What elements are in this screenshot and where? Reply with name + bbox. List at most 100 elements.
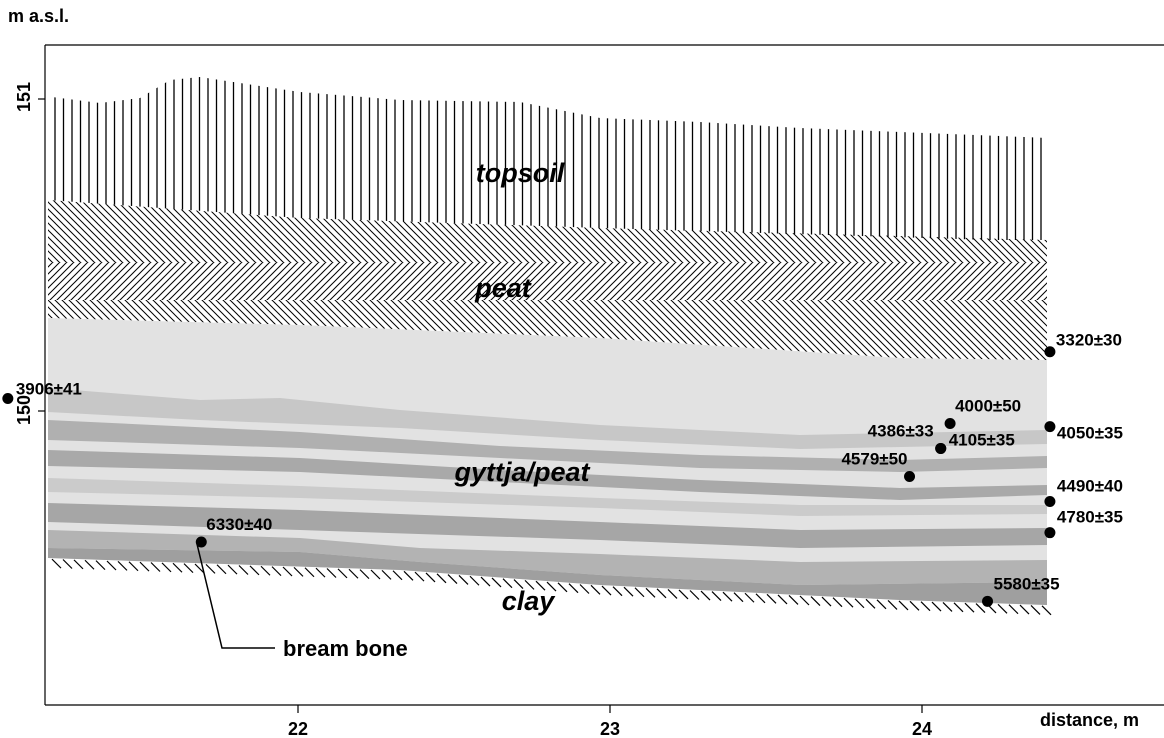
clay-hatch-tick: [513, 579, 524, 589]
clay-hatch-tick: [480, 576, 491, 587]
clay-hatch-tick: [315, 567, 326, 578]
date-sample-point: [982, 595, 994, 607]
clay-hatch-tick: [843, 597, 854, 608]
x-axis-label: distance, m: [1040, 710, 1139, 730]
gyttja-band-5: [48, 503, 1047, 548]
clay-hatch-tick: [722, 591, 733, 602]
date-sample-point: [1044, 495, 1056, 507]
unit-label-clay: clay: [502, 586, 557, 616]
clay-hatch-tick: [337, 568, 348, 579]
clay-hatch-tick: [282, 566, 293, 577]
clay-hatch-tick: [887, 599, 898, 610]
clay-hatch-tick: [260, 565, 271, 576]
peat-layer-b: [48, 262, 1047, 300]
clay-hatch-tick: [711, 591, 722, 602]
clay-hatch-tick: [656, 588, 667, 599]
clay-hatch-tick: [700, 590, 711, 601]
clay-hatch-tick: [623, 586, 634, 597]
x-tick-label-22: 22: [288, 719, 308, 738]
clay-hatch-tick: [326, 568, 337, 578]
gyttja-band-4: [48, 478, 1047, 516]
date-sample-point: [904, 471, 916, 483]
clay-hatch-tick: [491, 577, 502, 588]
clay-hatch-tick: [502, 578, 513, 589]
date-sample-point: [1044, 527, 1056, 539]
clay-hatch-tick: [425, 572, 436, 583]
clay-hatch-tick: [997, 603, 1008, 614]
gyttja-band-6: [48, 530, 1047, 585]
y-tick-label-150: 150: [14, 395, 34, 425]
peat-layer-a: [48, 200, 1047, 262]
y-tick-151: 151: [14, 82, 45, 112]
date-label: 6330±40: [206, 515, 272, 534]
clay-hatch-tick: [942, 602, 953, 612]
clay-hatch-tick: [238, 565, 249, 575]
clay-hatch-tick: [117, 560, 128, 571]
clay-hatch-tick: [73, 559, 84, 570]
clay-hatch-tick: [172, 562, 183, 573]
clay-hatch-tick: [568, 583, 579, 594]
date-label: 4579±50: [841, 450, 907, 469]
date-label: 4386±33: [868, 421, 934, 440]
clay-hatch-tick: [348, 568, 359, 579]
date-label: 4050±35: [1057, 424, 1123, 443]
y-axis-label: m a.s.l.: [8, 6, 69, 26]
clay-hatch-tick: [832, 597, 843, 608]
clay-hatch-tick: [898, 600, 909, 611]
clay-hatch-tick: [931, 601, 942, 612]
clay-hatch-tick: [293, 566, 304, 577]
clay-hatch-tick: [392, 570, 403, 581]
clay-hatch-tick: [601, 585, 612, 596]
unit-label-peat: peat: [474, 273, 532, 303]
date-sample-point: [944, 417, 956, 429]
date-label: 3320±30: [1056, 331, 1122, 350]
clay-hatch-tick: [249, 565, 260, 576]
unit-label-gyttja-peat: gyttja/peat: [453, 457, 590, 487]
clay-hatch-tick: [667, 588, 678, 599]
clay-hatch-tick: [469, 575, 480, 586]
clay-hatch-tick: [271, 566, 282, 577]
y-tick-label-151: 151: [14, 82, 34, 112]
date-label: 4000±50: [955, 396, 1021, 415]
clay-hatch-tick: [216, 564, 227, 575]
date-label: 4780±35: [1057, 508, 1123, 527]
peat-layer-c: [48, 300, 1047, 360]
clay-hatch-tick: [1008, 604, 1019, 615]
clay-hatch-tick: [436, 573, 447, 584]
clay-hatch-tick: [964, 602, 975, 613]
clay-hatch-tick: [51, 558, 62, 569]
clay-hatch-tick: [689, 590, 700, 600]
x-tick-22: 22: [288, 705, 308, 738]
clay-hatch-tick: [95, 560, 106, 571]
gyttja-band-7: [48, 548, 1047, 605]
x-tick-24: 24: [912, 705, 932, 738]
clay-hatch-tick: [62, 559, 73, 569]
clay-hatch-tick: [227, 564, 238, 575]
date-sample-point: [1044, 421, 1056, 433]
clay-hatch-tick: [1041, 605, 1052, 616]
clay-hatch-tick: [161, 562, 172, 573]
clay-hatch-tick: [766, 593, 777, 604]
clay-boundary-hatch: [51, 558, 1052, 616]
clay-hatch-tick: [678, 589, 689, 600]
clay-hatch-tick: [1030, 605, 1041, 615]
clay-hatch-tick: [546, 581, 557, 592]
clay-hatch-tick: [524, 579, 535, 590]
gyttja-band-3: [48, 450, 1047, 500]
clay-hatch-tick: [975, 603, 986, 614]
clay-hatch-tick: [194, 563, 205, 574]
clay-hatch-tick: [590, 584, 601, 595]
date-sample-point: [935, 442, 947, 454]
clay-hatch-tick: [205, 563, 216, 574]
date-sample-point: [1044, 346, 1056, 358]
clay-hatch-tick: [755, 593, 766, 604]
clay-hatch-tick: [150, 562, 161, 572]
bream-bone-leader-line: [196, 543, 275, 649]
unit-label-topsoil: topsoil: [476, 158, 565, 188]
clay-hatch-tick: [359, 569, 370, 580]
clay-hatch-tick: [788, 595, 799, 605]
date-sample-point: [2, 393, 14, 405]
clay-hatch-tick: [535, 580, 546, 591]
